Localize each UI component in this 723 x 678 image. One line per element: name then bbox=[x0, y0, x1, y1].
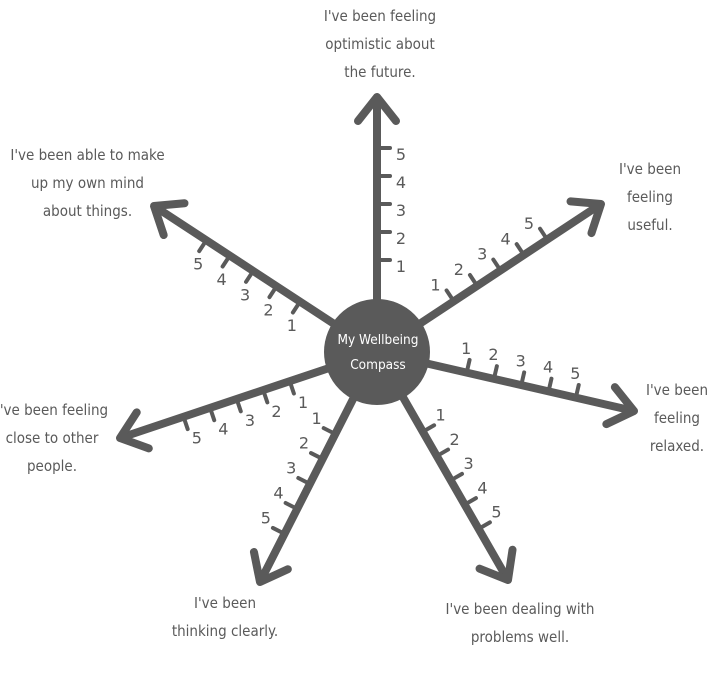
tick-label: 3 bbox=[286, 459, 296, 478]
arrowhead-icon bbox=[475, 545, 517, 584]
tick-mark bbox=[573, 382, 581, 400]
arrowhead-icon bbox=[602, 383, 638, 429]
tick-mark bbox=[321, 426, 338, 437]
tick-mark bbox=[309, 451, 325, 461]
tick-mark bbox=[476, 520, 492, 531]
tick-mark bbox=[448, 471, 465, 483]
tick-mark bbox=[267, 284, 279, 300]
tick-label: 3 bbox=[463, 454, 473, 473]
tick-mark bbox=[420, 423, 437, 434]
tick-label: 2 bbox=[454, 260, 464, 279]
tick-label: 5 bbox=[192, 429, 202, 448]
tick-label: 2 bbox=[263, 301, 273, 320]
tick-label: 4 bbox=[543, 358, 553, 377]
tick-label: 3 bbox=[396, 201, 406, 220]
arrowhead-icon bbox=[116, 408, 153, 453]
tick-label: 4 bbox=[477, 478, 487, 497]
tick-label: 4 bbox=[217, 270, 227, 289]
arrowhead-icon bbox=[249, 547, 292, 586]
tick-label: 1 bbox=[436, 406, 446, 425]
tick-label: 1 bbox=[287, 316, 297, 335]
tick-label: 3 bbox=[245, 411, 255, 430]
tick-mark bbox=[464, 357, 472, 375]
tick-label: 1 bbox=[298, 393, 308, 412]
arm-label-close: I've been feeling close to other people. bbox=[0, 401, 109, 475]
tick-mark bbox=[220, 253, 232, 269]
arm-label-own-mind: I've been able to make up my own mind ab… bbox=[10, 146, 165, 220]
tick-mark bbox=[208, 405, 217, 423]
tick-mark bbox=[287, 379, 296, 396]
tick-mark bbox=[519, 370, 527, 388]
arm-label-thinking: I've been thinking clearly. bbox=[171, 594, 279, 640]
tick-mark bbox=[434, 447, 451, 459]
tick-label: 2 bbox=[488, 345, 498, 364]
arm-label-optimistic: I've been feeling optimistic about the f… bbox=[323, 7, 437, 81]
tick-label: 3 bbox=[516, 351, 526, 370]
tick-label: 4 bbox=[501, 229, 511, 248]
tick-mark bbox=[467, 273, 480, 288]
tick-label: 4 bbox=[218, 420, 228, 439]
arrowhead-icon bbox=[150, 199, 189, 240]
tick-label: 3 bbox=[477, 245, 487, 264]
tick-label: 5 bbox=[193, 255, 203, 274]
tick-mark bbox=[462, 496, 478, 507]
tick-mark bbox=[538, 226, 550, 242]
tick-label: 2 bbox=[450, 430, 460, 449]
tick-mark bbox=[244, 268, 256, 284]
tick-label: 1 bbox=[396, 257, 406, 276]
tick-label: 3 bbox=[240, 285, 250, 304]
arm-label-useful: I've been feeling useful. bbox=[619, 160, 681, 234]
tick-label: 5 bbox=[261, 509, 271, 528]
tick-label: 5 bbox=[491, 503, 501, 522]
tick-mark bbox=[514, 242, 526, 257]
tick-label: 2 bbox=[396, 229, 406, 248]
tick-mark bbox=[491, 364, 499, 381]
tick-mark bbox=[270, 525, 287, 536]
arm-label-relaxed: I've been feeling relaxed. bbox=[646, 381, 708, 455]
tick-mark bbox=[290, 299, 303, 315]
tick-mark bbox=[296, 476, 312, 486]
arrowhead-icon bbox=[566, 197, 605, 238]
tick-mark bbox=[261, 388, 270, 405]
tick-mark bbox=[444, 288, 456, 304]
tick-label: 2 bbox=[299, 434, 309, 453]
tick-label: 1 bbox=[312, 409, 322, 428]
tick-label: 4 bbox=[396, 173, 406, 192]
tick-mark bbox=[491, 257, 503, 273]
compass-center-circle bbox=[324, 299, 430, 405]
tick-label: 4 bbox=[273, 484, 283, 503]
tick-label: 5 bbox=[524, 214, 534, 233]
tick-label: 1 bbox=[430, 276, 440, 295]
tick-label: 1 bbox=[461, 339, 471, 358]
tick-label: 5 bbox=[396, 145, 406, 164]
tick-mark bbox=[197, 238, 209, 254]
arrowhead-icon bbox=[354, 93, 400, 125]
tick-mark bbox=[181, 414, 190, 432]
arm-label-problems: I've been dealing with problems well. bbox=[445, 600, 595, 646]
compass-title: My Wellbeing Compass bbox=[337, 332, 419, 373]
tick-label: 2 bbox=[271, 402, 281, 421]
tick-label: 5 bbox=[570, 364, 580, 383]
tick-mark bbox=[234, 396, 243, 414]
tick-mark bbox=[546, 376, 554, 394]
tick-mark bbox=[283, 500, 300, 511]
